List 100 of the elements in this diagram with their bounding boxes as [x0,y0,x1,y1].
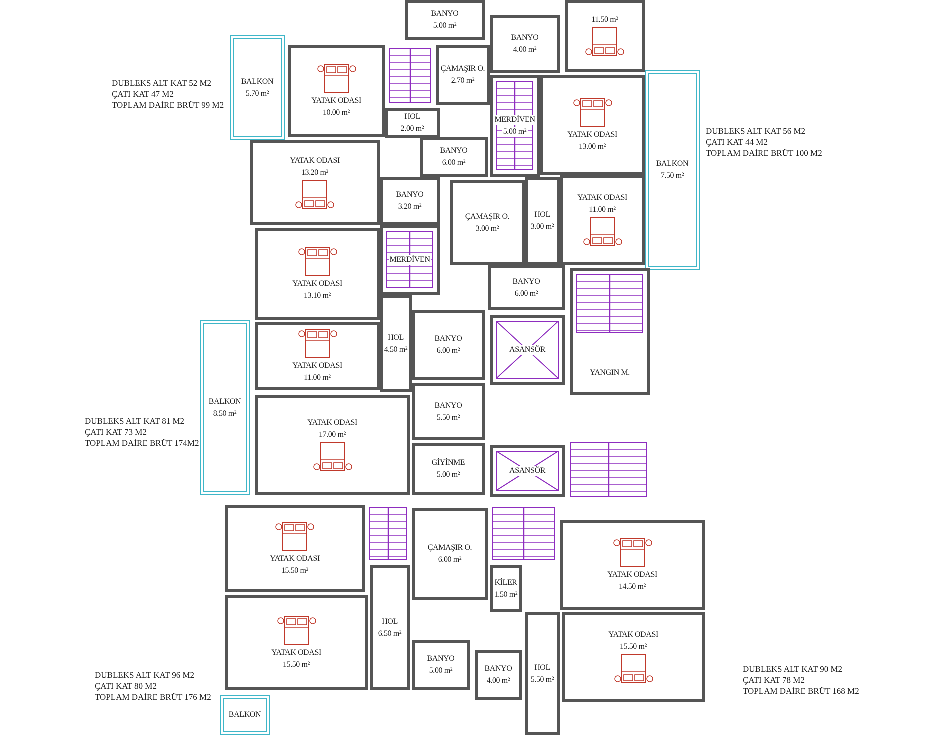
room [385,108,440,138]
room-name: BANYO [434,334,464,344]
elevator-shaft [490,315,565,385]
room-area: 3.20 m² [397,202,423,212]
room-name: HOL [534,662,552,672]
room-area: 6.00 m² [514,288,540,298]
area-note: DUBLEKS ALT KAT 90 M2 [743,664,842,675]
room-name: GİYİNME [430,458,466,468]
room-name: HOL [381,616,399,626]
room-area: 5.50 m² [530,674,556,684]
room [255,395,410,495]
room-area: 4.00 m² [512,45,538,55]
room-area: 5.00 m² [432,21,458,31]
room-area: 11.00 m² [588,205,617,215]
room-name: YATAK ODASI [270,648,322,658]
room [475,650,522,700]
room-area: 5.70 m² [244,88,270,98]
area-note: TOPLAM DAİRE BRÜT 176 M2 [95,692,212,703]
room [412,640,470,690]
room-name: BALKON [240,76,275,86]
room-area: 6.00 m² [436,346,462,356]
room-area: 4.00 m² [486,676,512,686]
room-area: 8.50 m² [212,408,238,418]
room [405,0,485,40]
room-area: 7.50 m² [660,171,686,181]
room [412,508,488,600]
room-area: 1.50 m² [493,590,519,600]
stair-room [380,225,440,295]
room-area: 15.50 m² [282,660,312,670]
room-area: 14.50 m² [618,582,648,592]
area-note: ÇATI KAT 47 M2 [112,89,174,100]
room-name: BANYO [484,664,514,674]
area-note: DUBLEKS ALT KAT 56 M2 [706,126,806,137]
area-note: DUBLEKS ALT KAT 96 M2 [95,670,194,681]
room-area: 6.50 m² [377,628,403,638]
area-note: DUBLEKS ALT KAT 52 M2 [112,78,212,89]
room-area: 11.00 m² [303,373,332,383]
room [412,310,485,380]
balcony [200,320,250,495]
room [370,565,410,690]
area-note: TOPLAM DAİRE BRÜT 99 M2 [112,100,224,111]
room-name: HOL [387,332,405,342]
room [412,443,485,495]
room-name: ÇAMAŞIR O. [440,64,486,74]
room-name: YATAK ODASI [310,96,362,106]
area-note: ÇATI KAT 80 M2 [95,681,157,692]
room [420,137,488,177]
room [288,45,385,137]
room [255,322,380,390]
elevator-shaft [490,445,565,497]
room-area: 13.00 m² [578,142,608,152]
area-note: TOPLAM DAİRE BRÜT 168 M2 [743,686,860,697]
room-area: 6.00 m² [441,158,467,168]
room-name: BANYO [395,190,425,200]
room-area: 15.50 m² [618,642,648,652]
room-name: HOL [534,210,552,220]
room-area: 4.50 m² [383,344,409,354]
area-note: ÇATI KAT 78 M2 [743,675,805,686]
room-area: 5.50 m² [436,412,462,422]
room-name: YATAK ODASI [269,554,321,564]
room-area: 13.10 m² [302,291,332,301]
room-name: ASANSÖR [508,466,546,476]
room-name: YATAK ODASI [292,361,344,371]
room-area: 6.00 m² [437,555,463,565]
room-name: 11.50 m² [590,15,620,25]
room [225,505,365,592]
room-name: YATAK ODASI [289,156,341,166]
room-name: HOL [404,112,422,122]
stair-room [490,75,540,177]
area-note: TOPLAM DAİRE BRÜT 100 M2 [706,148,822,159]
room-name: BANYO [439,146,469,156]
room-name: BANYO [426,654,456,664]
room [225,595,368,690]
room-area: 17.00 m² [318,430,348,440]
room-area: 5.00 m² [428,666,454,676]
room-area: 5.00 m² [436,470,462,480]
area-note: TOPLAM DAİRE BRÜT 174M2 [85,438,200,449]
room [525,177,560,265]
room [450,180,525,265]
room-name: MERDİVEN [494,115,536,125]
room-name: BANYO [430,9,460,19]
room-name: YATAK ODASI [566,130,618,140]
room [560,175,645,265]
room-name: KİLER [494,578,518,588]
room-area: 2.70 m² [450,76,476,86]
room-area: 3.00 m² [474,224,500,234]
room [412,383,485,440]
room [380,177,440,225]
room [560,520,705,610]
room [490,15,560,73]
room [255,228,380,320]
room-name: BALKON [655,159,690,169]
room-name: BANYO [434,400,464,410]
room [488,265,565,310]
balcony [645,70,700,270]
room-area: 15.50 m² [280,566,310,576]
room-name: BANYO [510,33,540,43]
room-area: 10.00 m² [322,108,352,118]
room [540,75,645,175]
room-name: YATAK ODASI [576,193,628,203]
